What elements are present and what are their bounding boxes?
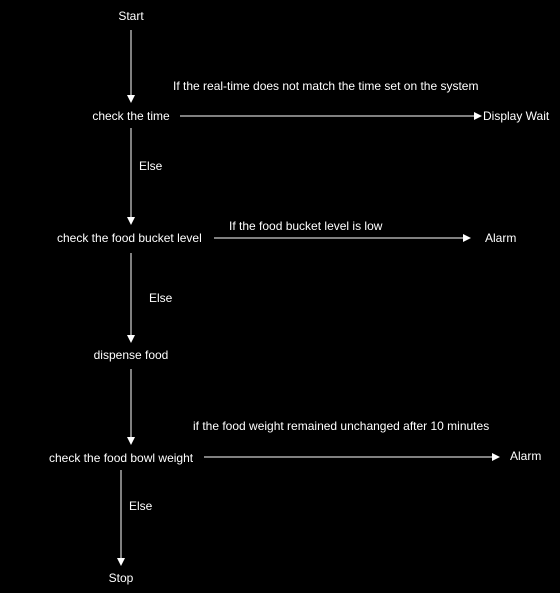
else-label-1: Else — [139, 159, 163, 173]
time-mismatch-condition-label: If the real-time does not match the time… — [173, 79, 479, 93]
check-bucket-node: check the food bucket level — [57, 231, 202, 245]
dispense-food-node: dispense food — [93, 348, 169, 362]
weight-unchanged-condition-label: if the food weight remained unchanged af… — [193, 419, 490, 433]
else-label-2: Else — [149, 291, 173, 305]
stop-node: Stop — [108, 571, 134, 585]
alarm-node-1: Alarm — [485, 231, 517, 245]
start-node: Start — [118, 9, 144, 23]
alarm-node-2: Alarm — [510, 449, 542, 463]
else-label-3: Else — [129, 499, 153, 513]
check-bowl-weight-node: check the food bowl weight — [49, 451, 194, 465]
display-wait-node: Display Wait — [483, 109, 550, 123]
check-time-node: check the time — [92, 109, 170, 123]
bucket-low-condition-label: If the food bucket level is low — [229, 219, 383, 233]
